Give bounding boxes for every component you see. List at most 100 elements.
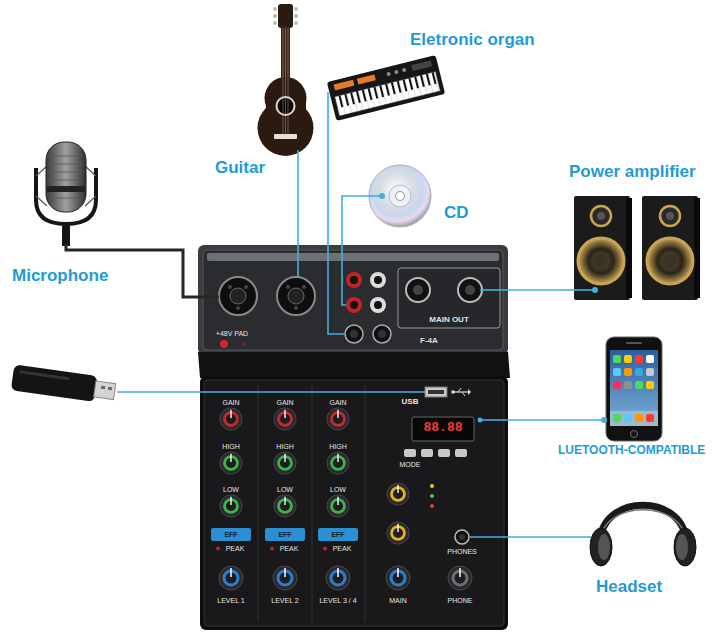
main-out-panel <box>458 278 482 302</box>
usb-stick-icon <box>101 386 105 390</box>
signal-cable <box>297 184 299 247</box>
usb-port <box>425 387 447 397</box>
combo-jack <box>288 288 304 304</box>
device-label: Power amplifier <box>569 162 696 182</box>
phantom-button <box>220 340 228 348</box>
signal-cable <box>508 536 585 538</box>
keyboard-icon <box>327 55 445 121</box>
cable <box>327 92 329 125</box>
combo-jack <box>219 277 257 315</box>
speaker-icon <box>642 196 700 300</box>
knobs <box>386 566 410 590</box>
amplifier-device: Power amplifier <box>565 160 715 305</box>
panel-label: LOW <box>277 486 293 493</box>
microphone-icon <box>48 198 84 199</box>
cable-stubs <box>328 247 345 334</box>
panel-label: PEAK <box>280 545 299 552</box>
smartphone-icon <box>610 411 658 426</box>
speaker-icon <box>660 206 680 226</box>
player-buttons <box>404 449 467 457</box>
microphone-icon <box>62 224 70 246</box>
microphone-icon <box>36 142 124 250</box>
device-label: Eletronic organ <box>410 30 535 50</box>
rca-jacks <box>370 297 386 313</box>
mixer-body <box>312 384 313 622</box>
eff-buttons <box>265 528 305 541</box>
microphone-icon <box>48 180 84 181</box>
guitar-icon <box>273 21 277 25</box>
combo-jack <box>219 277 257 315</box>
usb-port <box>425 387 471 397</box>
microphone-icon <box>36 166 47 176</box>
panel-label: GAIN <box>276 399 293 406</box>
line-jacks <box>378 330 386 338</box>
line-jacks <box>350 330 358 338</box>
device-label: Guitar <box>215 158 265 178</box>
microphone-icon <box>50 156 82 157</box>
speaker-icon <box>574 196 632 300</box>
knobs <box>448 566 472 590</box>
usb-stick-icon <box>11 364 98 401</box>
cd-icon <box>369 165 431 227</box>
panel-label: GAIN <box>222 399 239 406</box>
headphones-icon <box>674 528 696 566</box>
guitar-icon <box>283 28 284 135</box>
cable-end <box>601 417 607 423</box>
smartphone-icon <box>613 368 621 376</box>
rca-jacks <box>346 272 362 288</box>
peak-leds <box>216 547 220 551</box>
eff-buttons <box>211 528 358 541</box>
signal-cable <box>124 250 200 297</box>
combo-jack <box>294 306 298 310</box>
panel-label: USB <box>402 398 419 406</box>
usb-stick-icon <box>108 387 112 391</box>
keyboard-icon <box>394 70 399 75</box>
line-jacks <box>345 325 391 343</box>
device-label: Microphone <box>12 266 108 286</box>
cd-icon <box>379 193 385 199</box>
guitar-icon <box>273 14 277 18</box>
smartphone-icon <box>635 414 643 422</box>
combo-jack <box>230 288 246 304</box>
mixer-body <box>198 245 508 355</box>
guitar-icon <box>278 4 293 28</box>
cable-stubs <box>469 536 508 538</box>
status-leds <box>430 484 434 508</box>
display-panel <box>412 417 474 441</box>
smartphone-icon <box>606 337 662 441</box>
headset-device: Headset <box>585 490 697 602</box>
usb-stick-icon <box>19 370 69 380</box>
peak-leds <box>323 547 327 551</box>
mixer-body <box>198 352 510 378</box>
panel-label: +48V PAD <box>216 330 248 337</box>
display-panel <box>412 417 474 441</box>
organ-device: Eletronic organ <box>323 27 548 125</box>
main-out-panel <box>413 285 423 295</box>
speaker-icon <box>578 238 624 284</box>
main-out-panel <box>398 268 500 328</box>
smartphone-icon <box>624 414 632 422</box>
panel-label: EFF <box>278 531 291 538</box>
cd-icon <box>396 192 405 201</box>
phones-jack <box>459 534 465 540</box>
cable-stubs <box>478 418 483 423</box>
cable-stubs <box>200 296 219 299</box>
rca-jacks <box>370 272 386 288</box>
knobs <box>220 452 242 474</box>
signal-cable <box>342 196 368 247</box>
speaker-icon <box>594 254 608 268</box>
panel-label: GAIN <box>329 399 346 406</box>
device-label: Headset <box>596 577 662 597</box>
combo-jack <box>277 277 315 315</box>
cable <box>585 536 591 538</box>
panel-label: PHONES <box>447 548 477 555</box>
smartphone-icon <box>635 368 643 376</box>
headphones-icon <box>600 510 686 545</box>
panel-label: MAIN OUT <box>429 316 469 324</box>
smartphone-icon <box>624 355 632 363</box>
panel-label: HIGH <box>222 443 240 450</box>
guitar-icon <box>288 28 289 135</box>
